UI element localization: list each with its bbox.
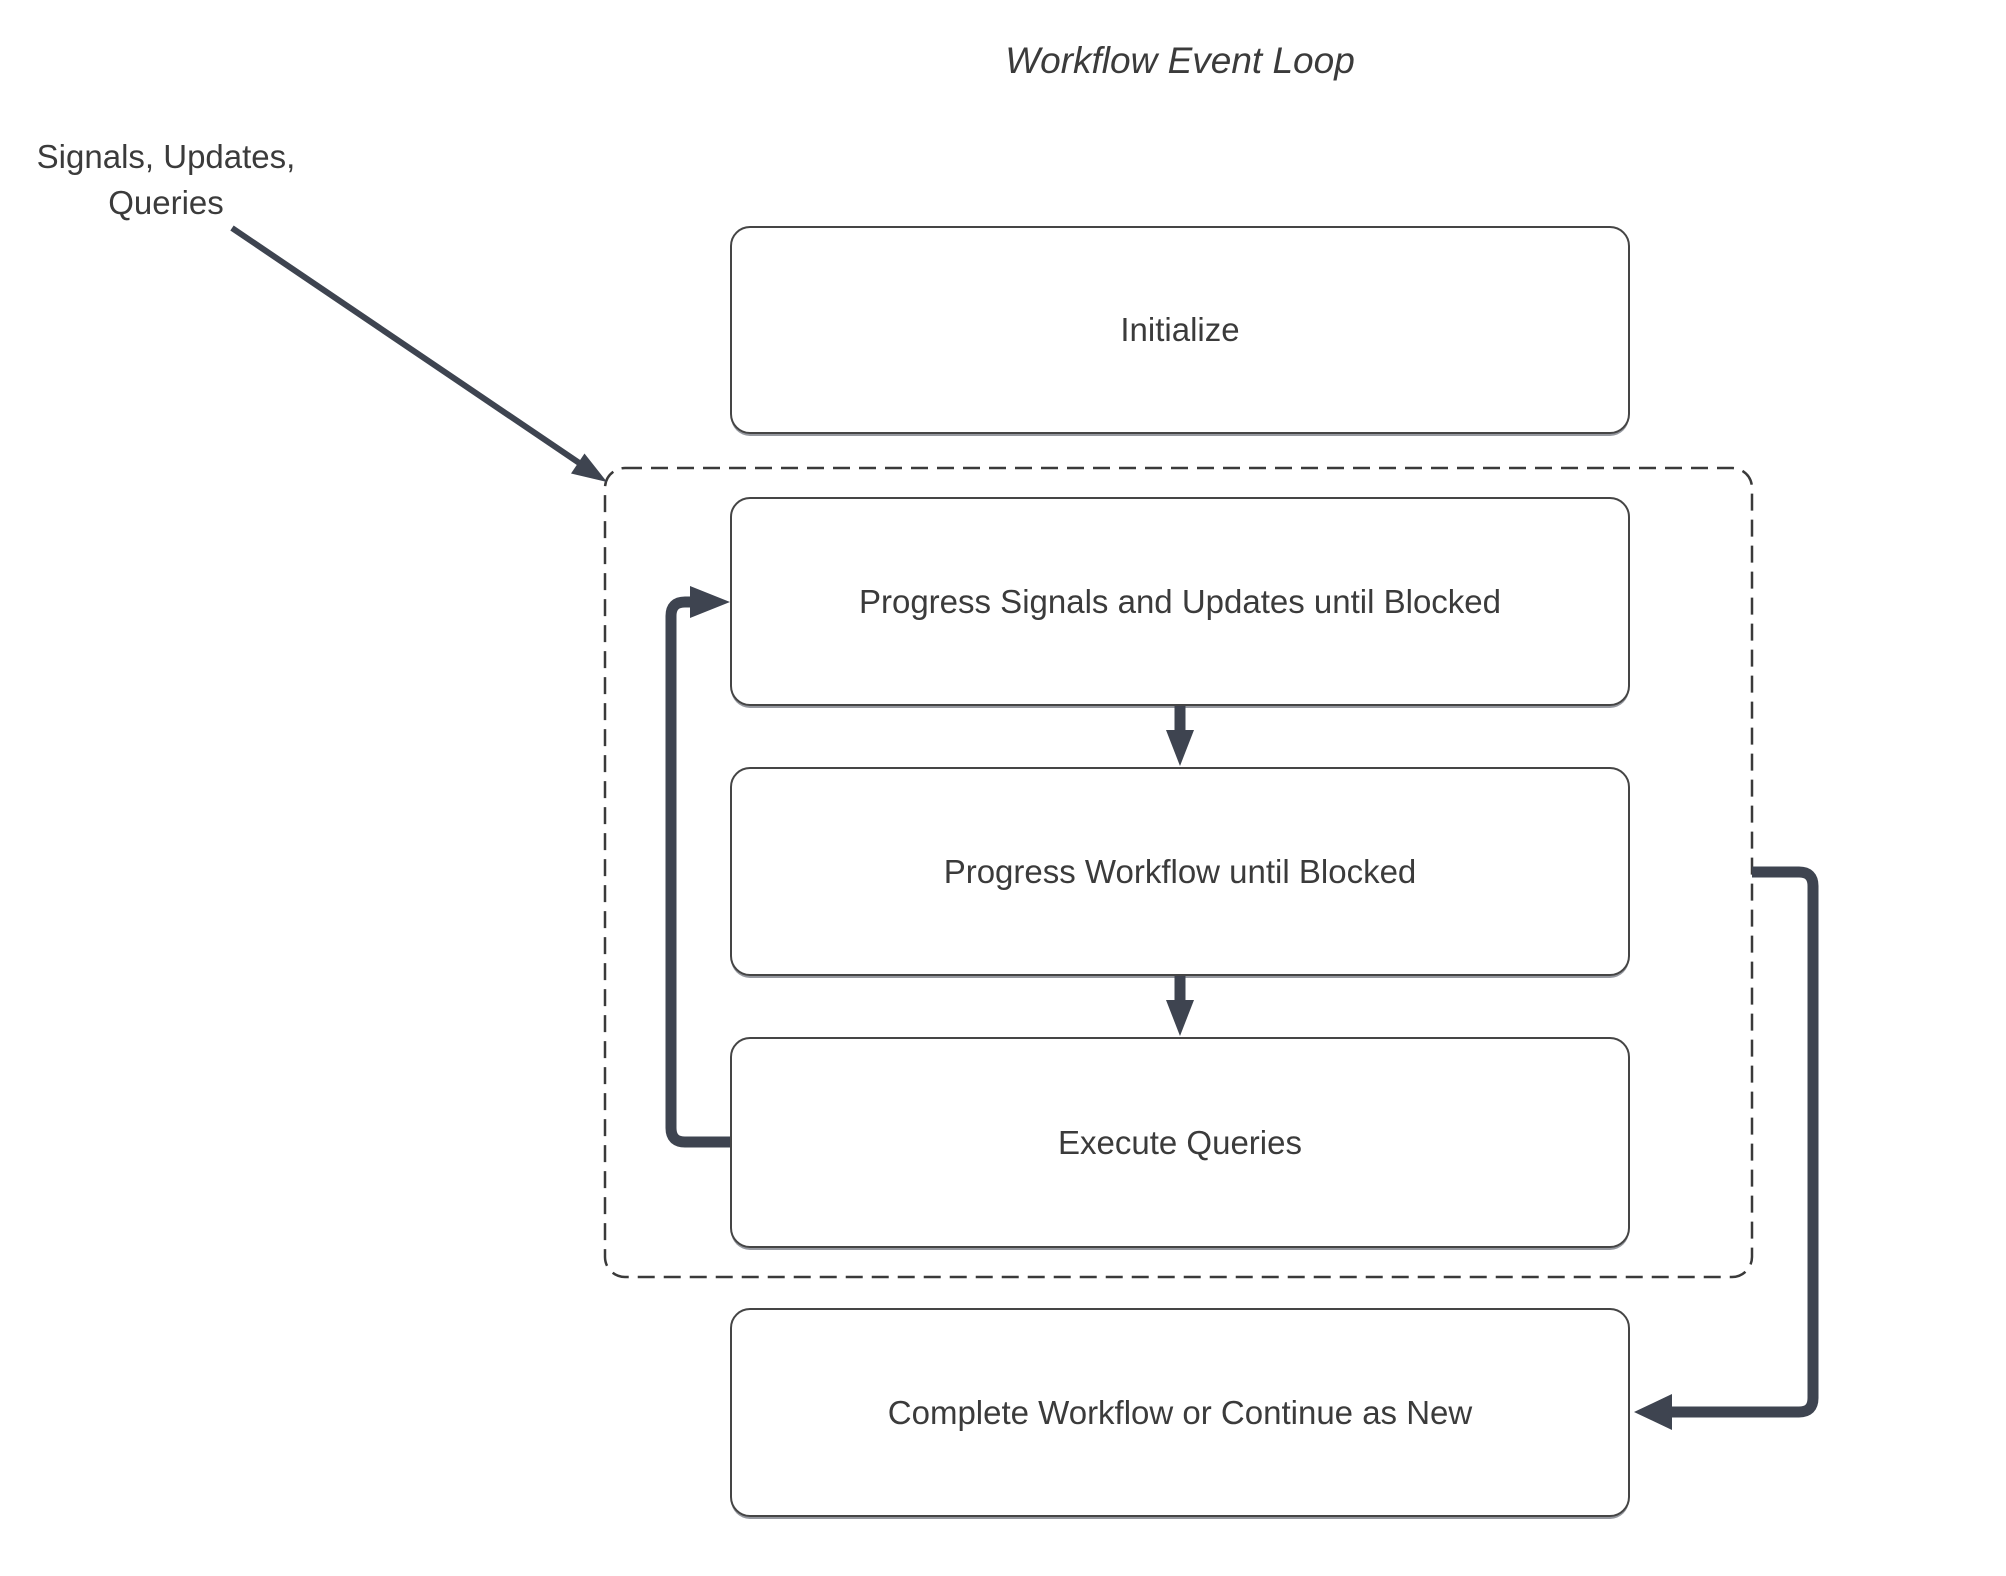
node-progress-signals-and-updates: Progress Signals and Updates until Block… [730,497,1630,706]
node-progress-signals-label: Progress Signals and Updates until Block… [858,582,1502,620]
external-input-arrowhead-icon [571,453,607,482]
external-input-label-line2: Queries [108,184,224,221]
node-complete-workflow-label: Complete Workflow or Continue as New [887,1393,1473,1431]
down-arrowhead-icon [1166,1000,1194,1036]
workflow-to-queries-arrow [1166,975,1194,1036]
external-input-arrow [230,225,607,482]
node-progress-workflow: Progress Workflow until Blocked [730,767,1630,976]
node-execute-queries-label: Execute Queries [1058,1123,1302,1161]
signals-to-workflow-arrow [1166,705,1194,766]
loop-to-complete-arrow [1634,866,1819,1430]
node-complete-workflow: Complete Workflow or Continue as New [730,1308,1630,1517]
node-execute-queries: Execute Queries [730,1037,1630,1248]
diagram-title: Workflow Event Loop [1005,40,1355,81]
right-arrowhead-icon [690,586,730,618]
external-input-label: Signals, Updates, Queries [25,134,307,226]
node-progress-workflow-label: Progress Workflow until Blocked [943,852,1417,890]
queries-loop-back-arrow [665,586,730,1148]
down-arrowhead-icon [1166,730,1194,766]
external-input-label-line1: Signals, Updates, [36,138,296,175]
node-initialize-label: Initialize [1120,311,1240,348]
left-arrowhead-icon [1634,1394,1672,1430]
node-initialize: Initialize [730,226,1630,434]
